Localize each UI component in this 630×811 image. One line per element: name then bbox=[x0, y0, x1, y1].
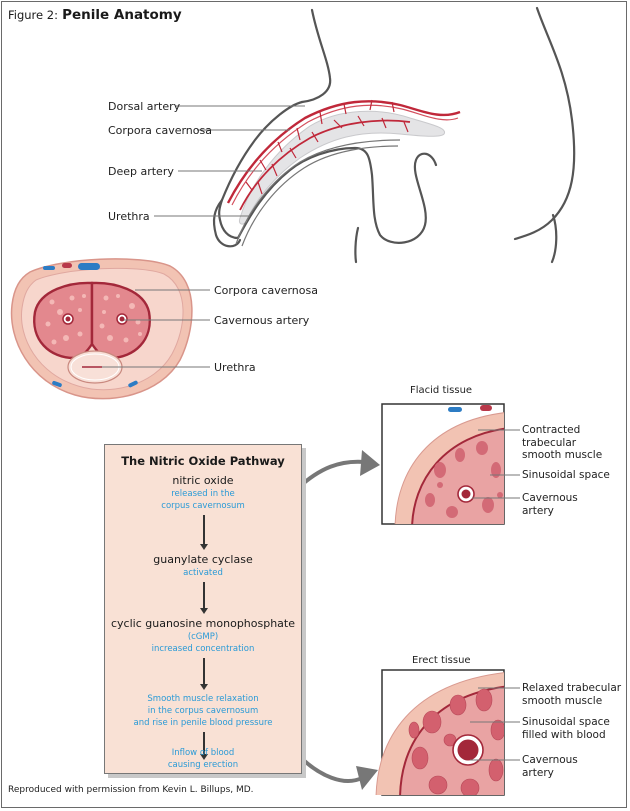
erect-label-trabecular: Relaxed trabecular smooth muscle bbox=[522, 682, 621, 707]
pathway-step-cgmp-sub-2: increased concentration bbox=[151, 644, 255, 654]
pathway-step-nitric-oxide-sub-1: released in the bbox=[171, 489, 235, 499]
nitric-oxide-pathway-box: The Nitric Oxide Pathway nitric oxide re… bbox=[104, 444, 302, 774]
cross-leader-lines bbox=[102, 289, 210, 368]
erect-label-sinusoidal: Sinusoidal space filled with blood bbox=[522, 716, 610, 741]
pathway-step-cgmp: cyclic guanosine monophosphate bbox=[110, 617, 296, 630]
abdomen-outline bbox=[300, 8, 332, 104]
figure-label: Figure 2: bbox=[8, 8, 58, 22]
label-deep-artery: Deep artery bbox=[108, 165, 174, 178]
side-leader-lines bbox=[154, 105, 305, 217]
flacid-label-trabecular-line-2: trabecular bbox=[522, 436, 577, 449]
flacid-label-cavernous-artery: Cavernous artery bbox=[522, 492, 578, 517]
scrotum-outline bbox=[236, 146, 438, 244]
dorsal-artery bbox=[226, 100, 461, 204]
arrow-shaft-erect bbox=[293, 750, 363, 783]
pathway-step-nitric-oxide-sub-2: corpus cavernosum bbox=[161, 501, 245, 511]
sinusoid-dots bbox=[45, 294, 142, 345]
pathway-step-relaxation-1: Smooth muscle relaxation bbox=[147, 694, 259, 704]
vein-blue-1 bbox=[43, 266, 55, 270]
pathway-step-inflow-1: Inflow of blood bbox=[171, 748, 235, 758]
flacid-label-sinusoidal-line-1: Sinusoidal space bbox=[522, 469, 610, 481]
erect-tissue-title: Erect tissue bbox=[412, 655, 471, 666]
label-corpora-cavernosa-side: Corpora cavernosa bbox=[108, 124, 212, 137]
arrow-head-erect bbox=[356, 766, 378, 790]
vein-blue-2 bbox=[78, 263, 100, 270]
flacid-label-cavernous-artery-line-1: Cavernous bbox=[522, 492, 578, 504]
erect-label-cavernous-artery-line-2: artery bbox=[522, 766, 554, 779]
flacid-label-trabecular-line-1: Contracted bbox=[522, 424, 581, 436]
erect-label-sinusoidal-line-2: filled with blood bbox=[522, 728, 606, 741]
figure-name: Penile Anatomy bbox=[62, 7, 182, 23]
label-corpora-cavernosa-cross: Corpora cavernosa bbox=[214, 284, 318, 297]
pathway-arrow-3 bbox=[200, 658, 207, 690]
leg-outline bbox=[354, 226, 360, 264]
pathway-step-inflow-2: causing erection bbox=[167, 760, 239, 770]
label-urethra-cross: Urethra bbox=[214, 361, 256, 374]
pathway-arrow-1 bbox=[200, 515, 207, 550]
pathway-title: The Nitric Oxide Pathway bbox=[121, 454, 285, 468]
pathway-arrow-2 bbox=[200, 582, 207, 614]
glans-outline bbox=[212, 198, 242, 248]
erect-tissue-illustration bbox=[375, 669, 505, 796]
artery-red-top bbox=[62, 263, 72, 268]
arrow-shaft-flacid bbox=[296, 459, 366, 490]
attribution-footer: Reproduced with permission from Kevin L.… bbox=[8, 785, 254, 795]
label-cavernous-artery-cross: Cavernous artery bbox=[214, 314, 310, 327]
erect-label-trabecular-line-2: smooth muscle bbox=[522, 694, 603, 707]
cross-section-illustration bbox=[10, 258, 193, 400]
label-dorsal-artery: Dorsal artery bbox=[108, 100, 181, 113]
pathway-arrow-4 bbox=[200, 732, 207, 760]
pathway-step-guanylate-cyclase-sub: activated bbox=[183, 568, 223, 578]
corpora-cavernosa-side bbox=[239, 110, 446, 225]
arrow-to-flacid bbox=[296, 450, 380, 490]
flacid-label-sinusoidal: Sinusoidal space bbox=[522, 469, 610, 482]
flacid-label-cavernous-artery-line-2: artery bbox=[522, 504, 554, 517]
flacid-tissue-illustration bbox=[381, 403, 505, 525]
artery-branches bbox=[245, 99, 409, 195]
erect-label-cavernous-artery: Cavernous artery bbox=[522, 754, 578, 779]
erect-label-cavernous-artery-line-1: Cavernous bbox=[522, 754, 578, 766]
erect-leader-lines bbox=[470, 687, 520, 761]
flacid-tissue-title: Flacid tissue bbox=[410, 385, 473, 396]
label-urethra-side: Urethra bbox=[108, 210, 150, 223]
figure-title: Figure 2: Penile Anatomy bbox=[8, 7, 182, 23]
arrow-head-flacid bbox=[360, 450, 380, 476]
flacid-label-trabecular: Contracted trabecular smooth muscle bbox=[522, 424, 602, 462]
erect-label-trabecular-line-1: Relaxed trabecular bbox=[522, 682, 622, 694]
pathway-step-nitric-oxide: nitric oxide bbox=[172, 474, 234, 487]
pathway-step-cgmp-sub-1: (cGMP) bbox=[187, 632, 219, 642]
pathway-step-guanylate-cyclase: guanylate cyclase bbox=[153, 553, 253, 566]
deep-artery bbox=[239, 119, 411, 211]
pathway-step-relaxation-3: and rise in penile blood pressure bbox=[133, 718, 273, 728]
flacid-leader-lines bbox=[472, 429, 520, 499]
erect-label-sinusoidal-line-1: Sinusoidal space bbox=[522, 716, 610, 728]
body-outline bbox=[212, 6, 576, 264]
thigh-outline bbox=[550, 213, 558, 264]
urethra-side bbox=[235, 139, 401, 245]
pathway-step-relaxation-2: in the corpus cavernosum bbox=[147, 706, 259, 716]
arrow-to-erect bbox=[293, 750, 378, 790]
flacid-label-trabecular-line-3: smooth muscle bbox=[522, 449, 603, 461]
buttock-outline bbox=[513, 6, 576, 241]
